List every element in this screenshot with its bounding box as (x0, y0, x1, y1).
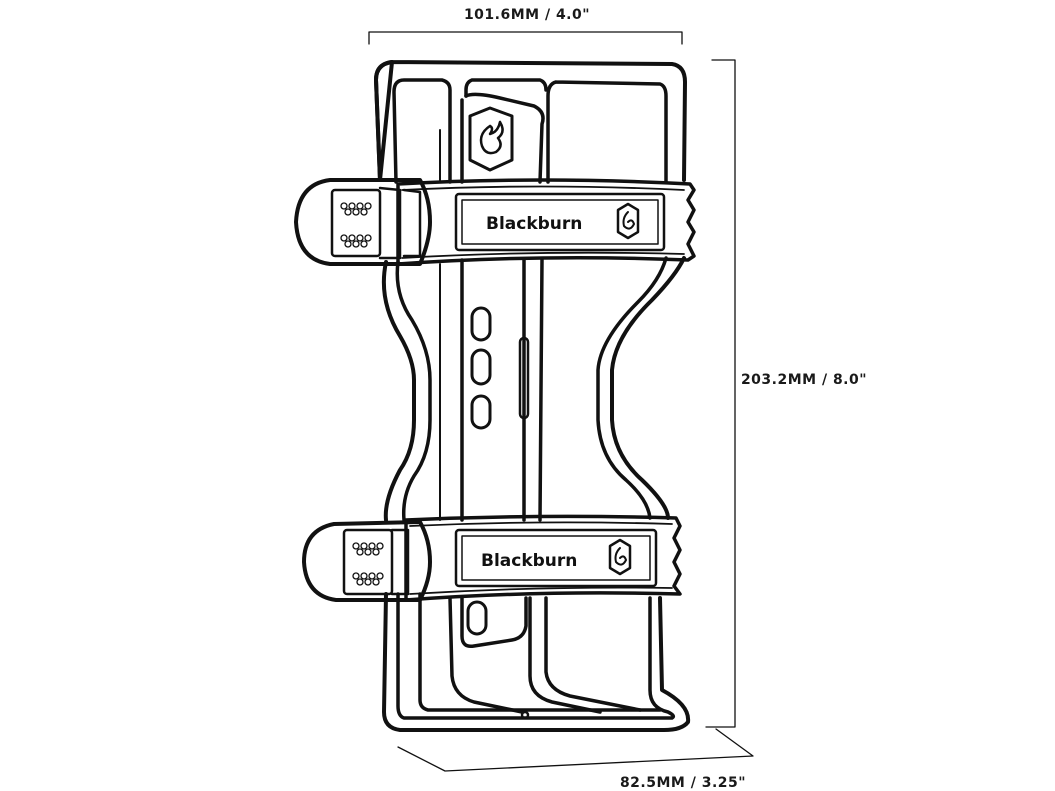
mount-slot-1 (470, 306, 492, 342)
top-strap-brand: Blackburn (486, 214, 582, 234)
center-bracket (439, 92, 545, 649)
bottom-strap-buckle[interactable] (302, 520, 432, 602)
top-strap-buckle[interactable] (294, 178, 432, 266)
top-strap-label-patch (454, 192, 666, 252)
width-dimension: 101.6MM / 4.0" (368, 7, 683, 45)
cage-frame (374, 60, 691, 732)
depth-dimension-label: 82.5MM / 3.25" (620, 775, 746, 791)
mount-slot-3 (470, 394, 492, 430)
blackburn-flame-logo-icon (468, 106, 514, 172)
top-strap: Blackburn (294, 178, 696, 266)
bottom-strap-label-patch (454, 528, 658, 588)
width-dimension-label: 101.6MM / 4.0" (464, 7, 590, 23)
height-dimension-label: 203.2MM / 8.0" (741, 372, 867, 388)
mount-slot-4 (466, 600, 488, 636)
depth-dimension: 82.5MM / 3.25" (397, 728, 754, 791)
bottom-strap-brand: Blackburn (481, 551, 577, 571)
bottom-strap: Blackburn (302, 514, 682, 602)
side-slot (518, 336, 530, 420)
top-strap-logo-icon (616, 202, 640, 240)
bottom-buckle-grip-texture (352, 542, 384, 586)
bottom-strap-logo-icon (608, 538, 632, 576)
top-buckle-grip-texture (340, 202, 372, 248)
height-dimension: 203.2MM / 8.0" (705, 59, 867, 728)
mount-slot-2 (470, 348, 492, 386)
